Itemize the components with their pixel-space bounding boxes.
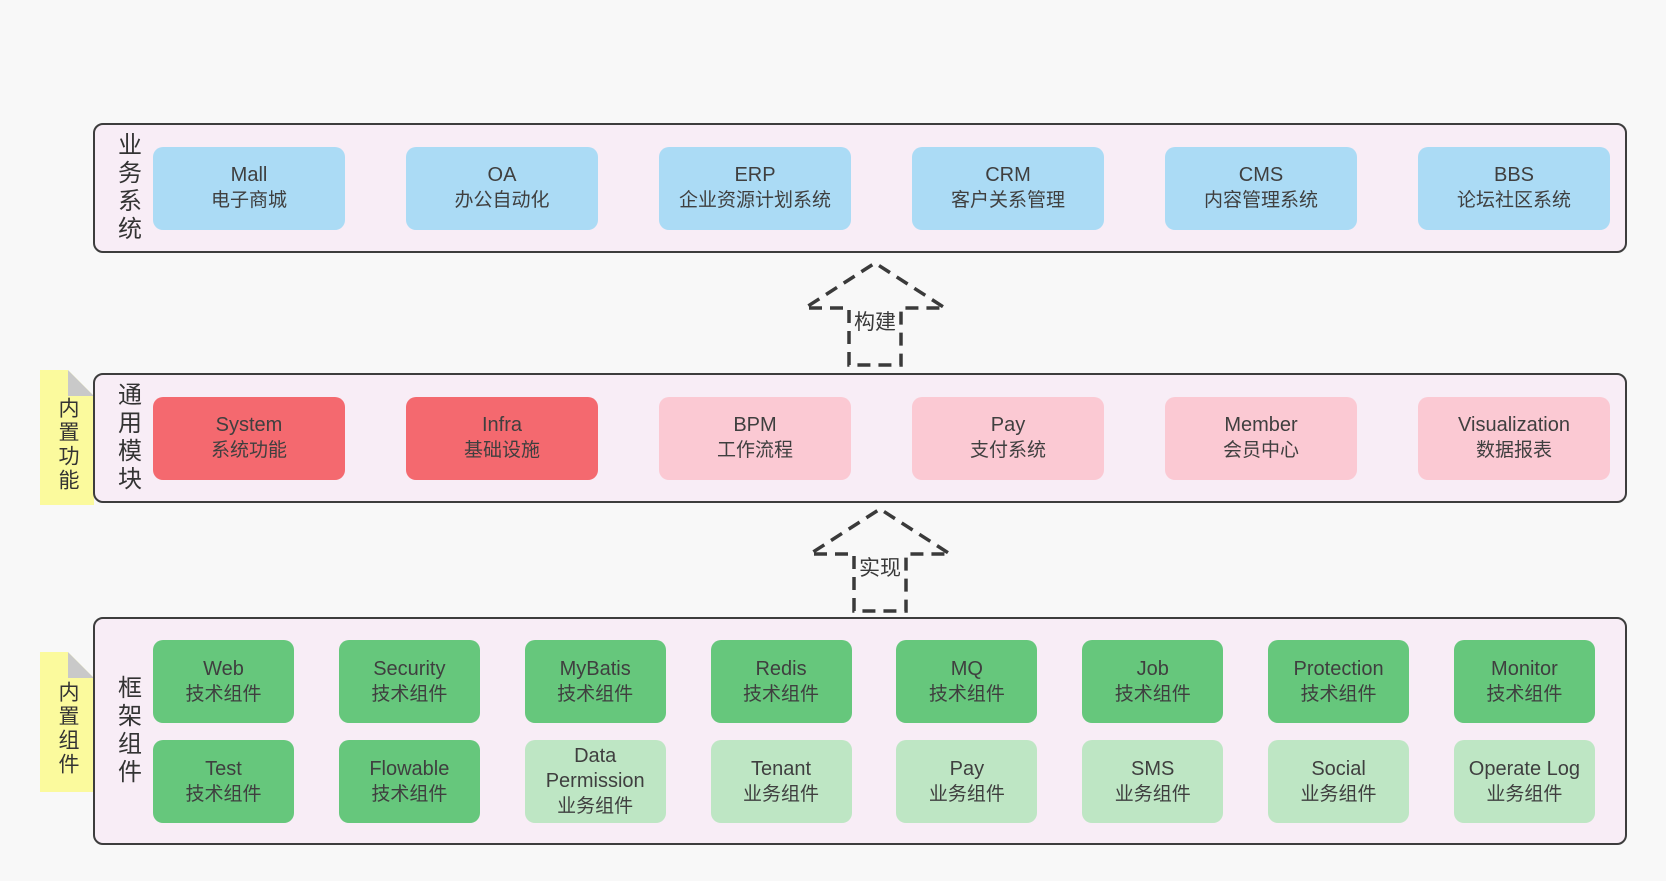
box-crm: CRM 客户关系管理: [912, 146, 1104, 230]
box-infra: Infra 基础设施: [406, 396, 598, 480]
modules-box-row: System 系统功能 Infra 基础设施 BPM 工作流程 Pay 支付系统…: [153, 375, 1610, 501]
box-cms: CMS 内容管理系统: [1165, 146, 1357, 230]
business-box-row: Mall 电子商城 OA 办公自动化 ERP 企业资源计划系统 CRM 客户关系…: [153, 125, 1610, 251]
box-tenant: Tenant 业务组件: [710, 740, 852, 823]
up-arrow-icon: [800, 260, 950, 367]
box-redis: Redis 技术组件: [710, 640, 852, 723]
box-pay-system: Pay 支付系统: [912, 396, 1104, 480]
box-visualization: Visualization 数据报表: [1418, 396, 1610, 480]
box-data-permission: Data Permission 业务组件: [524, 740, 666, 823]
build-arrow-label: 构建: [851, 306, 899, 336]
panel-business-systems: 业务系统 Mall 电子商城 OA 办公自动化 ERP 企业资源计划系统 CRM…: [93, 123, 1627, 253]
sticky-note-label: 内置组件: [56, 681, 79, 777]
components-row-2: Test 技术组件 Flowable 技术组件 Data Permission …: [153, 740, 1595, 823]
panel-common-modules: 通用模块 System 系统功能 Infra 基础设施 BPM 工作流程 Pay…: [93, 373, 1627, 503]
box-sms: SMS 业务组件: [1082, 740, 1224, 823]
box-social: Social 业务组件: [1268, 740, 1410, 823]
box-flowable: Flowable 技术组件: [338, 740, 480, 823]
box-member: Member 会员中心: [1165, 396, 1357, 480]
implement-arrow: 实现: [805, 506, 955, 614]
panel-label: 通用模块: [113, 382, 141, 494]
box-system: System 系统功能: [153, 396, 345, 480]
box-operate-log: Operate Log 业务组件: [1453, 740, 1595, 823]
components-row-1: Web 技术组件 Security 技术组件 MyBatis 技术组件 Redi…: [153, 640, 1595, 723]
panel-framework-components: 框架组件 Web 技术组件 Security 技术组件 MyBatis 技术组件…: [93, 617, 1627, 845]
build-arrow: 构建: [800, 260, 950, 368]
box-security: Security 技术组件: [338, 640, 480, 723]
box-bbs: BBS 论坛社区系统: [1418, 146, 1610, 230]
panel-label: 框架组件: [113, 675, 141, 787]
box-test: Test 技术组件: [153, 740, 294, 823]
panel-label: 业务系统: [113, 132, 141, 244]
box-monitor: Monitor 技术组件: [1453, 640, 1595, 723]
box-bpm: BPM 工作流程: [659, 396, 851, 480]
sticky-note-builtin-components: 内置组件: [40, 652, 94, 792]
box-mybatis: MyBatis 技术组件: [524, 640, 666, 723]
box-mall: Mall 电子商城: [153, 146, 345, 230]
sticky-note-builtin-features: 内置功能: [40, 370, 94, 505]
components-rows: Web 技术组件 Security 技术组件 MyBatis 技术组件 Redi…: [153, 640, 1595, 823]
box-web: Web 技术组件: [153, 640, 294, 723]
up-arrow-icon: [805, 506, 955, 613]
box-oa: OA 办公自动化: [406, 146, 598, 230]
implement-arrow-label: 实现: [856, 552, 904, 582]
folded-corner-icon: [68, 652, 94, 678]
box-protection: Protection 技术组件: [1268, 640, 1410, 723]
box-pay-component: Pay 业务组件: [896, 740, 1038, 823]
sticky-note-label: 内置功能: [56, 396, 79, 493]
box-erp: ERP 企业资源计划系统: [659, 146, 851, 230]
box-mq: MQ 技术组件: [896, 640, 1038, 723]
box-job: Job 技术组件: [1082, 640, 1224, 723]
folded-corner-icon: [68, 370, 94, 396]
